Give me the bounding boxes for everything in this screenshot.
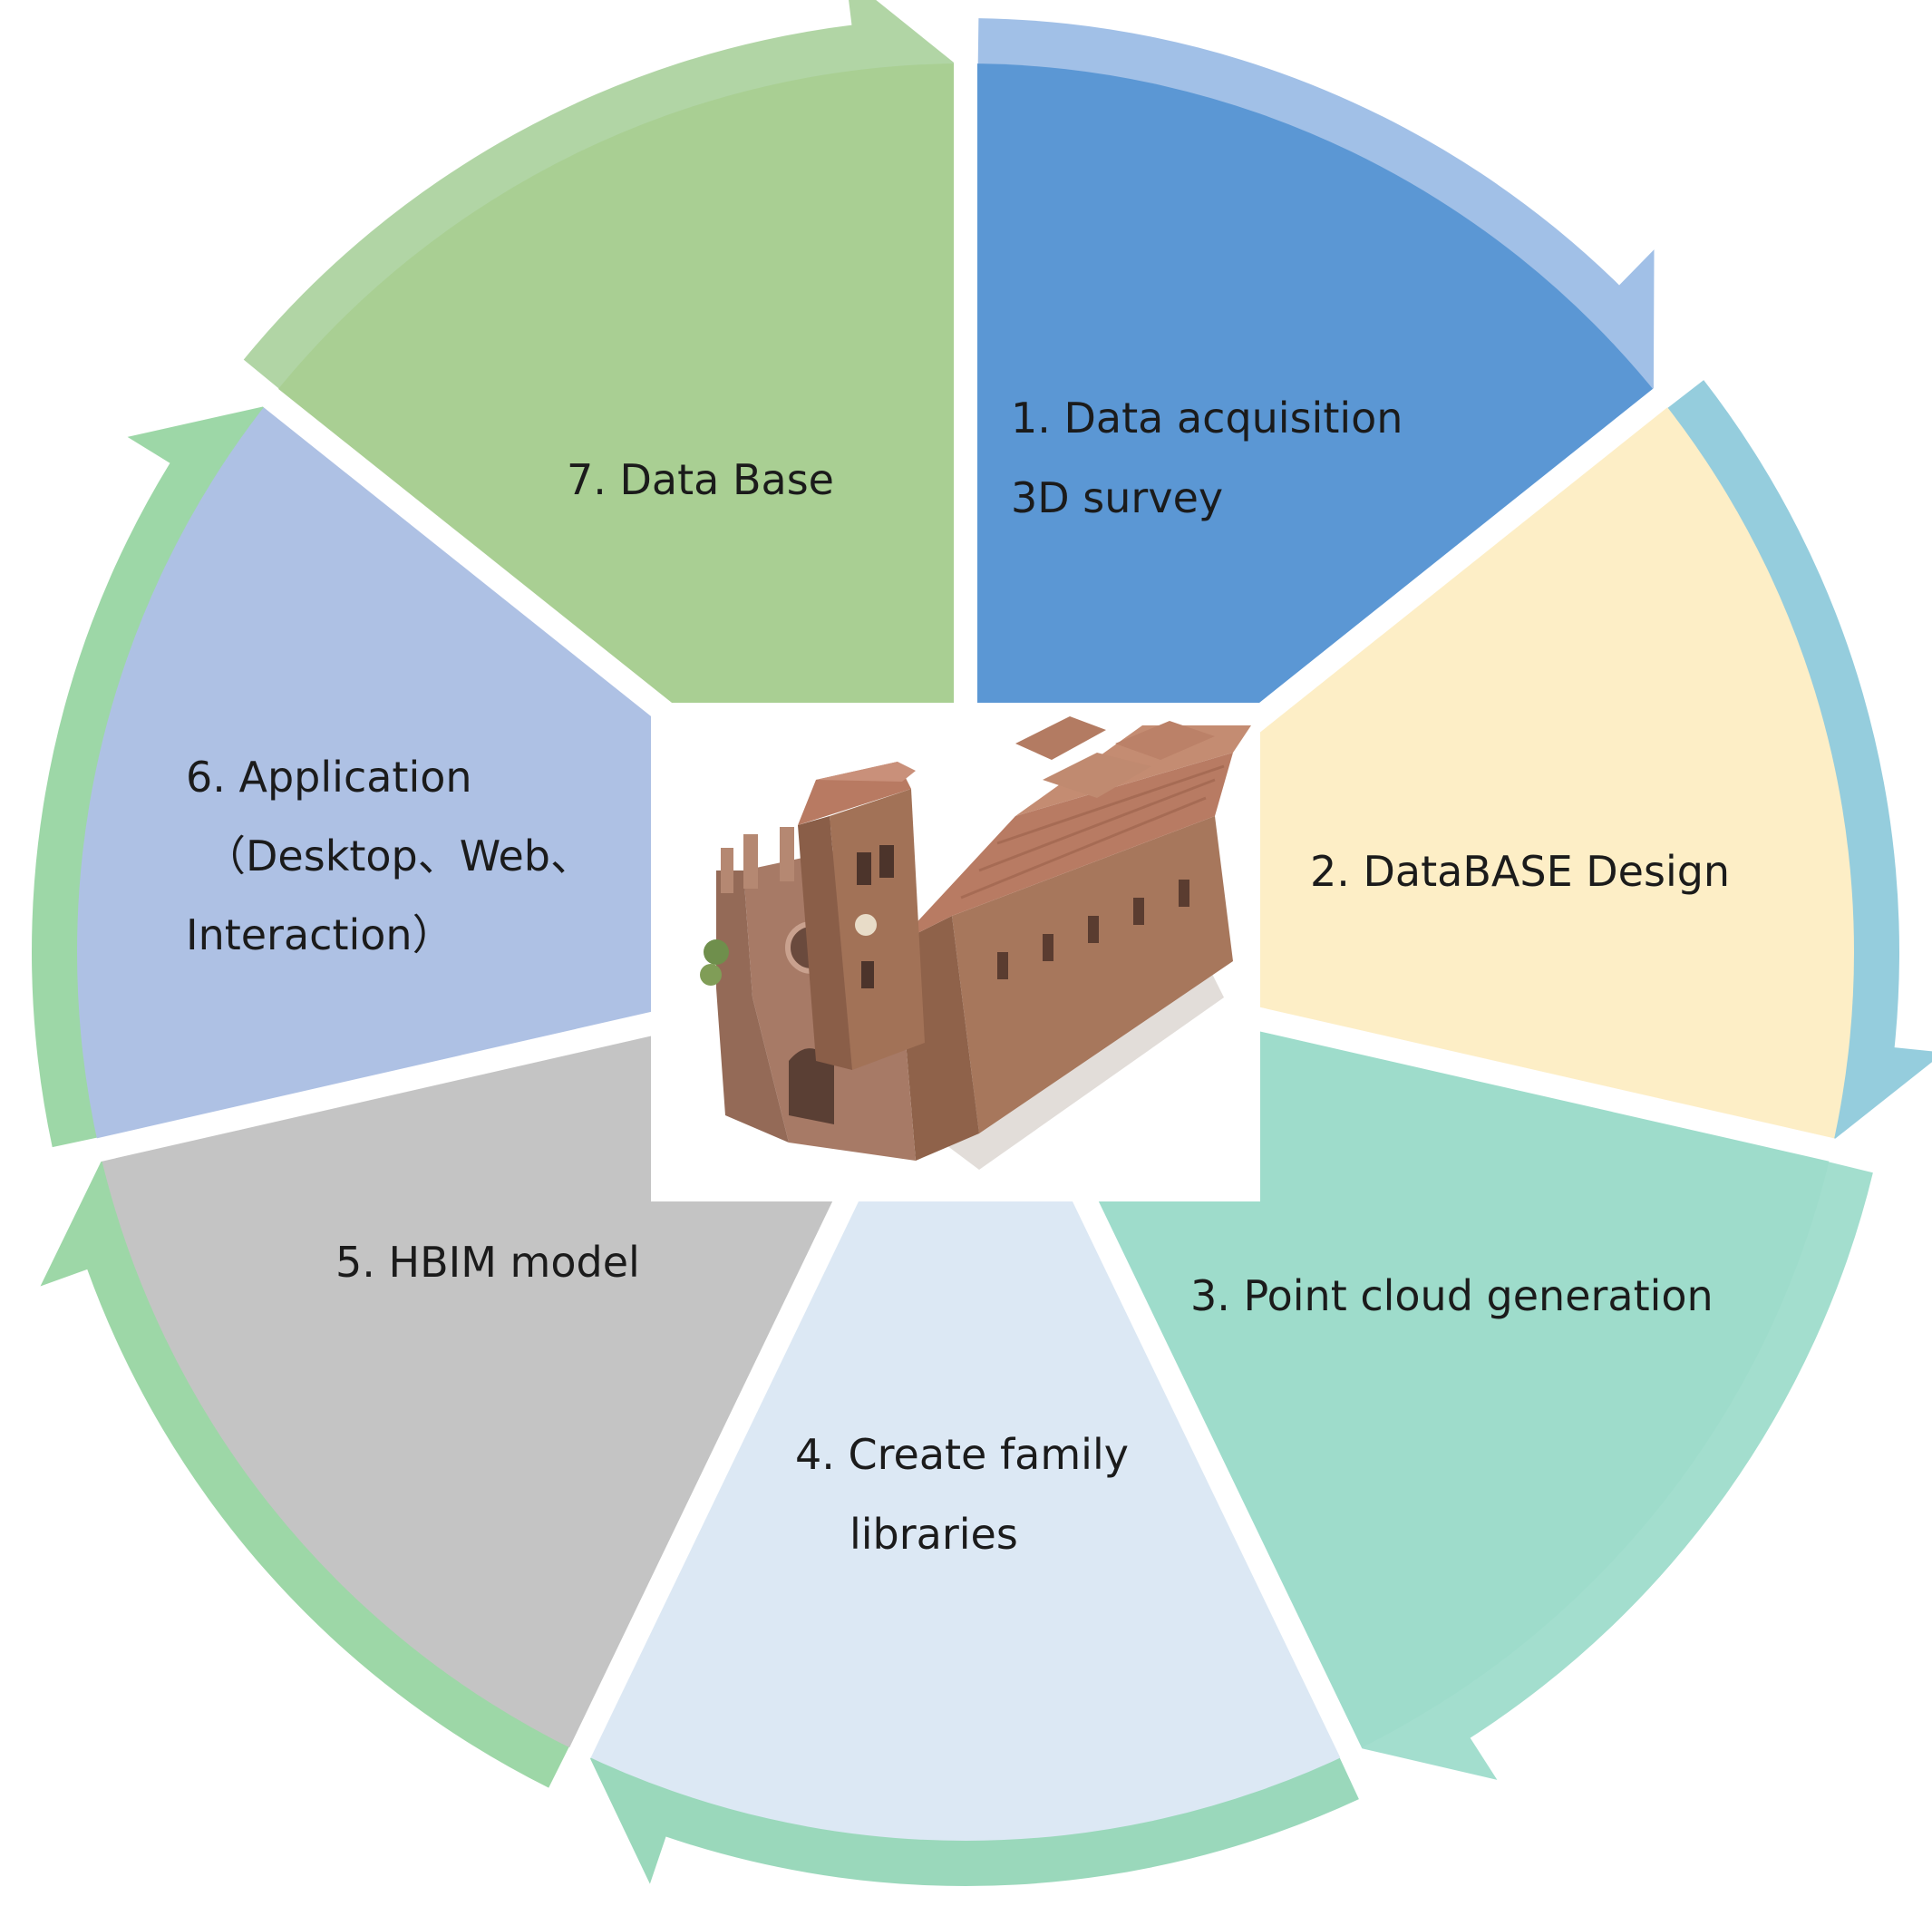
- step5-label-line1: 5. HBIM model: [335, 1238, 640, 1287]
- step4-sector: [579, 952, 1352, 1841]
- step6-label: 6. Application （Desktop、Web、 Interaction…: [186, 753, 606, 959]
- step2-label-line1: 2. DataBASE Design: [1310, 847, 1730, 896]
- step-labels: 1. Data acquisition 3D survey 2. DataBAS…: [186, 394, 1730, 1559]
- step3-label: 3. Point cloud generation: [1190, 1271, 1714, 1320]
- church-aerial-photo-icon: [700, 716, 1251, 1170]
- step6-label-line1: 6. Application: [186, 753, 472, 802]
- step4-label: 4. Create family libraries: [795, 1430, 1142, 1559]
- step5-label: 5. HBIM model: [335, 1238, 640, 1287]
- step6-label-line3: Interaction）: [186, 910, 454, 959]
- step4-label-line1: 4. Create family: [795, 1430, 1129, 1479]
- step7-label-line1: 7. Data Base: [567, 455, 834, 504]
- step2-arrow: [1628, 380, 1932, 1143]
- step1-label-line2: 3D survey: [1011, 473, 1223, 522]
- step1-label: 1. Data acquisition 3D survey: [1011, 394, 1416, 522]
- step6-label-line2: （Desktop、Web、: [204, 832, 592, 880]
- step4-label-line2: libraries: [849, 1510, 1018, 1559]
- step3-label-line1: 3. Point cloud generation: [1190, 1271, 1714, 1320]
- step7-label: 7. Data Base: [567, 455, 834, 504]
- step2-label: 2. DataBASE Design: [1310, 847, 1730, 896]
- step1-label-line1: 1. Data acquisition: [1011, 394, 1403, 443]
- center-photo: [651, 703, 1260, 1201]
